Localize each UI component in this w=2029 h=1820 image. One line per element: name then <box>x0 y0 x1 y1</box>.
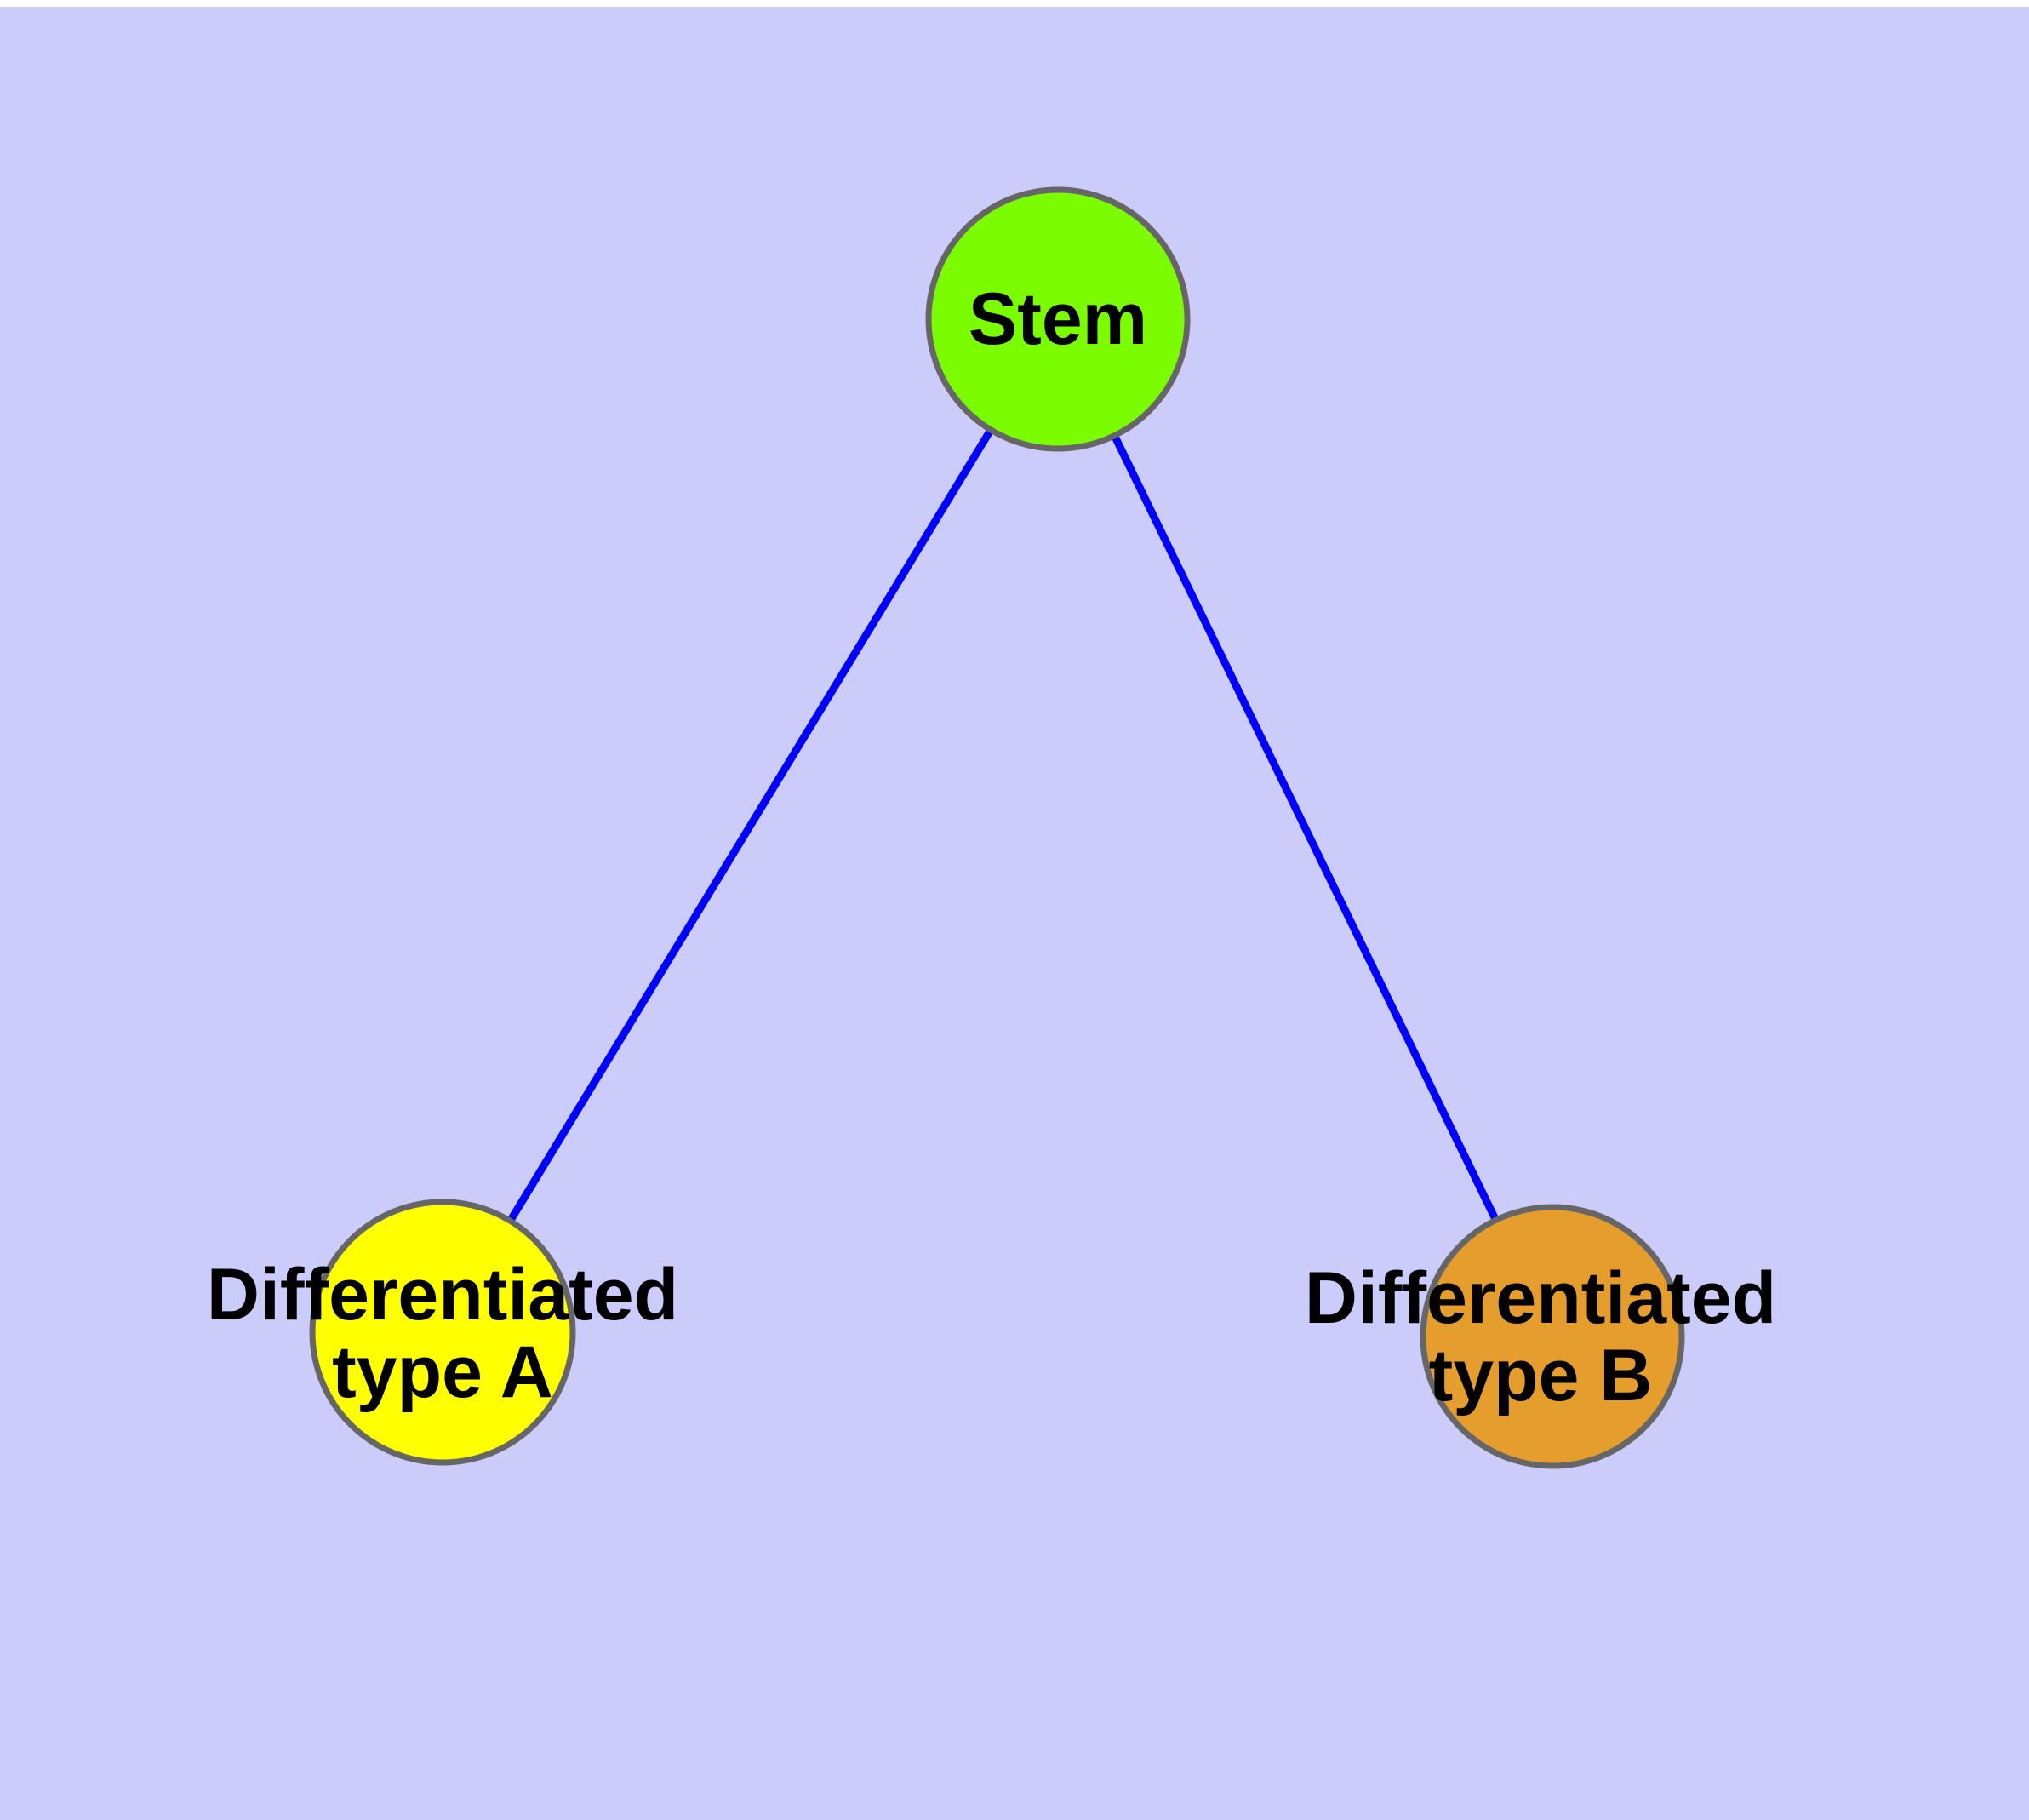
node-stem[interactable] <box>925 186 1191 452</box>
node-differentiated-type-b[interactable] <box>1420 1204 1685 1469</box>
graph-svg <box>0 7 2029 1820</box>
edge-layer <box>439 317 1557 1338</box>
edge-stem-to-differentiated-b[interactable] <box>1054 318 1557 1338</box>
node-differentiated-type-a[interactable] <box>309 1199 576 1466</box>
edge-stem-to-differentiated-a[interactable] <box>439 317 1061 1335</box>
node-layer <box>309 186 1685 1469</box>
